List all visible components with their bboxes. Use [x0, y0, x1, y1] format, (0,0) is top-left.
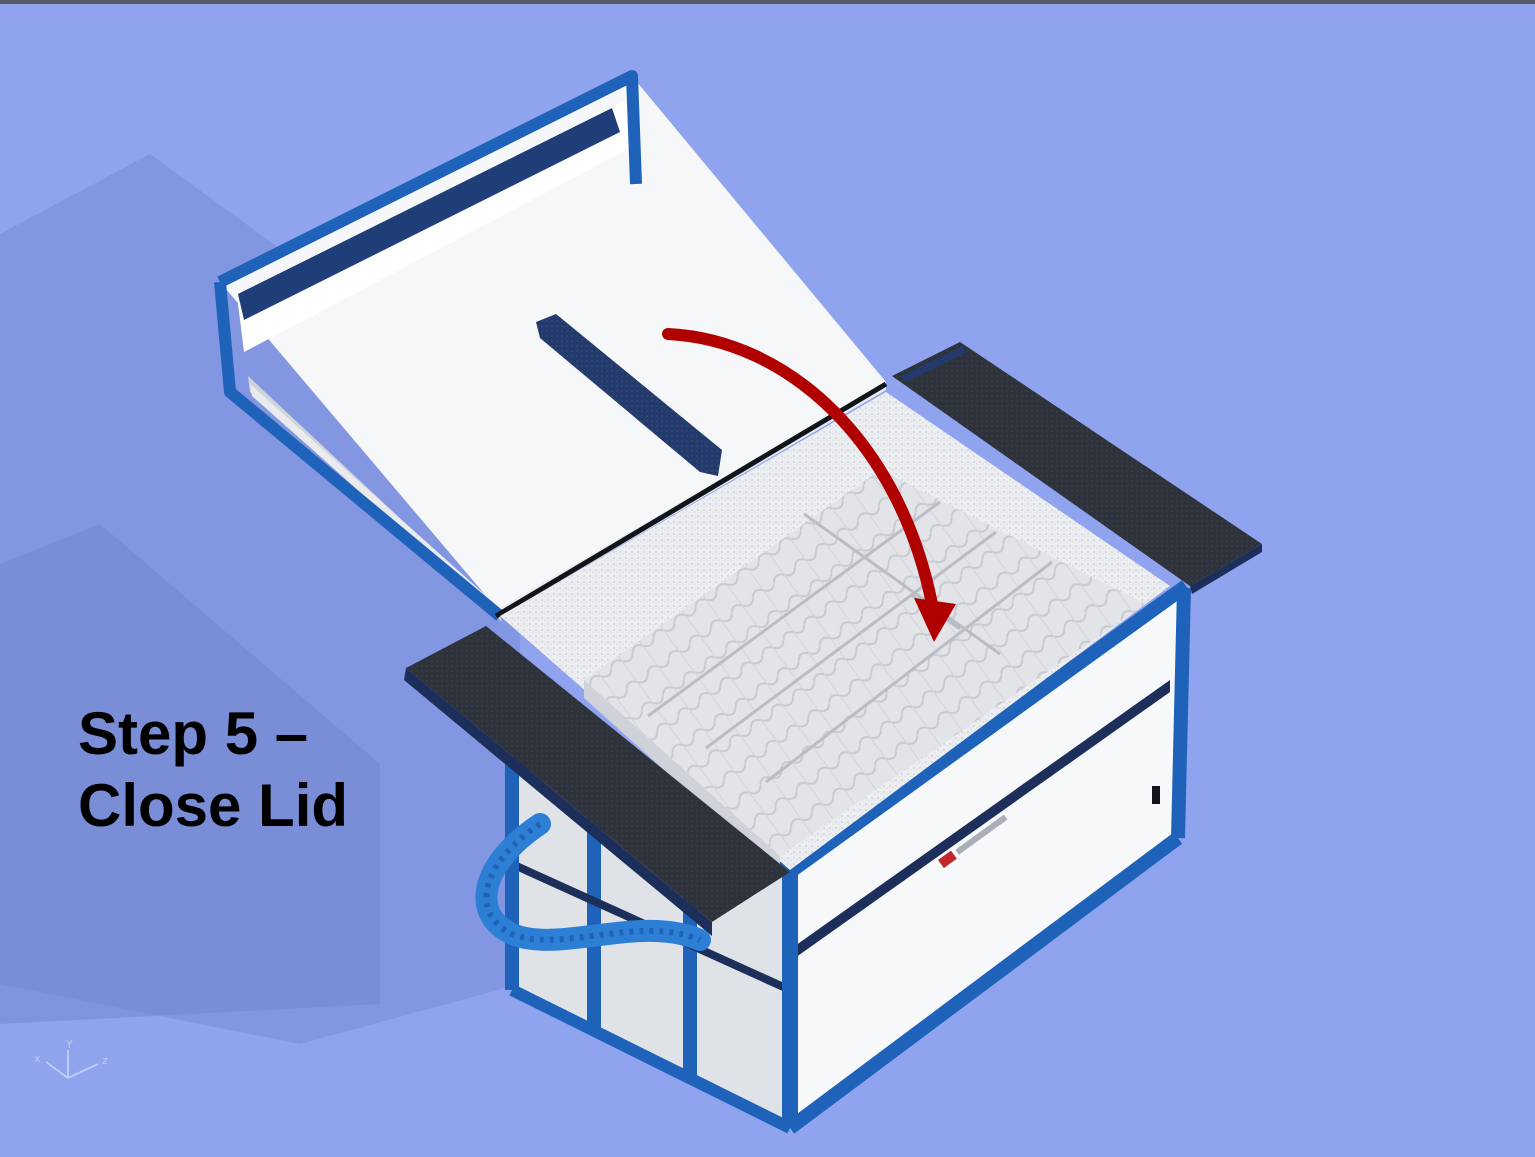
latch [1152, 786, 1160, 804]
step-title-line-1: Step 5 – [78, 700, 309, 767]
brand-logo-mark [938, 814, 1008, 869]
svg-text:z: z [102, 1054, 108, 1067]
step-title: Step 5 – Close Lid [78, 698, 348, 842]
cold-packs [584, 470, 1146, 856]
curved-down-arrow-icon [662, 328, 956, 642]
svg-text:x: x [34, 1052, 41, 1065]
xyz-axes-icon: x Y z [34, 1038, 108, 1079]
cooler-box-illustration: x Y z [0, 4, 1535, 1157]
lid-frame [217, 70, 642, 288]
lid-top-strap [238, 108, 620, 320]
left-velcro-flap [406, 626, 790, 922]
right-velcro-flap [892, 342, 1262, 586]
cooler-box [404, 342, 1262, 1134]
lid-handle-strap [536, 314, 722, 476]
open-lid [214, 70, 888, 622]
svg-text:Y: Y [65, 1038, 73, 1051]
top-rule [0, 0, 1535, 4]
box-right-face [790, 588, 1186, 1128]
step-title-line-2: Close Lid [78, 772, 349, 839]
